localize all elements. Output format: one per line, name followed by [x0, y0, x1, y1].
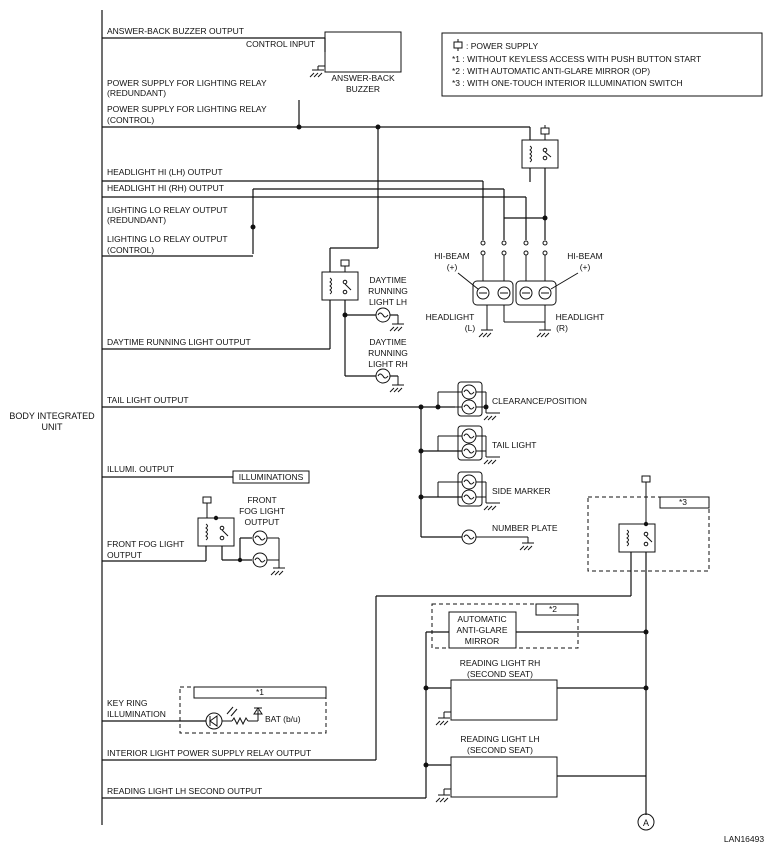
mirror-label-2: ANTI-GLARE: [456, 625, 507, 635]
front-fog-circuit: FRONT FOG LIGHT OUTPUT FRONT FOG LIGHT O…: [102, 495, 285, 576]
lo-redundant-label-2: (REDUNDANT): [107, 215, 166, 225]
hibeam-r-label-1: HI-BEAM: [567, 251, 602, 261]
side-marker-label: SIDE MARKER: [492, 486, 551, 496]
illumi-output-label: ILLUMI. OUTPUT: [107, 464, 174, 474]
buzzer-label-1: ANSWER-BACK: [331, 73, 395, 83]
headlight-r-label-1: HEADLIGHT: [556, 312, 605, 322]
fog-label-1: FRONT: [247, 495, 276, 505]
lighting-relay-supply: POWER SUPPLY FOR LIGHTING RELAY (REDUNDA…: [102, 78, 559, 240]
buzzer-output-label: ANSWER-BACK BUZZER OUTPUT: [107, 26, 244, 36]
fog-output-label-2: OUTPUT: [107, 550, 142, 560]
mirror-label-3: MIRROR: [465, 636, 499, 646]
control-input-label: CONTROL INPUT: [246, 39, 315, 49]
interior-light-supply: INTERIOR LIGHT POWER SUPPLY RELAY OUTPUT: [102, 595, 631, 761]
headlight-l-label-1: HEADLIGHT: [426, 312, 475, 322]
body-integrated-unit: BODY INTEGRATED UNIT: [9, 10, 103, 825]
mirror-label-1: AUTOMATIC: [457, 614, 506, 624]
headlight-r-label-2: (R): [556, 323, 568, 333]
drl-rh-label-2: RUNNING: [368, 348, 408, 358]
keyring-label-1: KEY RING: [107, 698, 147, 708]
hi-lh-label: HEADLIGHT HI (LH) OUTPUT: [107, 167, 223, 177]
clearance-label: CLEARANCE/POSITION: [492, 396, 587, 406]
lo-control-label-1: LIGHTING LO RELAY OUTPUT: [107, 234, 228, 244]
note3-tag: *3: [679, 497, 687, 507]
reading-lh-output-label: READING LIGHT LH SECOND OUTPUT: [107, 786, 262, 796]
hi-rh-label: HEADLIGHT HI (RH) OUTPUT: [107, 183, 224, 193]
fog-output-label-1: FRONT FOG LIGHT: [107, 539, 184, 549]
relay-control-label-1: POWER SUPPLY FOR LIGHTING RELAY: [107, 104, 267, 114]
fog-label-3: OUTPUT: [245, 517, 280, 527]
connector-a-label: A: [643, 818, 649, 828]
lo-control-label-2: (CONTROL): [107, 245, 154, 255]
buzzer-label-2: BUZZER: [346, 84, 380, 94]
drl-rh-label-1: DAYTIME: [369, 337, 406, 347]
tail-output-label: TAIL LIGHT OUTPUT: [107, 395, 189, 405]
legend-box: : POWER SUPPLY *1 : WITHOUT KEYLESS ACCE…: [441, 32, 763, 97]
interior-relay-circuit: *3 A LAN16493: [587, 475, 764, 844]
reading-rh-label-2: (SECOND SEAT): [467, 669, 533, 679]
drl-rh-label-3: LIGHT RH: [368, 359, 408, 369]
interior-output-label: INTERIOR LIGHT POWER SUPPLY RELAY OUTPUT: [107, 748, 311, 758]
relay-control-label-2: (CONTROL): [107, 115, 154, 125]
relay-redundant-label-2: (REDUNDANT): [107, 88, 166, 98]
reading-lh-label-2: (SECOND SEAT): [467, 745, 533, 755]
answer-back-buzzer-circuit: ANSWER-BACK BUZZER OUTPUT CONTROL INPUT …: [102, 26, 402, 94]
reading-lh-label-1: READING LIGHT LH: [460, 734, 539, 744]
hibeam-l-label-1: HI-BEAM: [434, 251, 469, 261]
reading-light-circuit: READING LIGHT RH (SECOND SEAT) READING L…: [102, 632, 646, 803]
legend-note2: *2 : WITH AUTOMATIC ANTI-GLARE MIRROR (O…: [452, 66, 650, 76]
bat-label: BAT (b/u): [265, 714, 301, 724]
reading-rh-label-1: READING LIGHT RH: [460, 658, 541, 668]
fog-label-2: FOG LIGHT: [239, 506, 285, 516]
relay-redundant-label-1: POWER SUPPLY FOR LIGHTING RELAY: [107, 78, 267, 88]
tail-light-label: TAIL LIGHT: [492, 440, 536, 450]
daytime-running-light-circuit: DAYTIME RUNNING LIGHT OUTPUT DAYTIME RUN…: [102, 127, 408, 393]
key-ring-circuit: *1 KEY RING ILLUMINATION BAT (b/u): [102, 686, 327, 734]
figure-id: LAN16493: [724, 834, 764, 844]
unit-label-line2: UNIT: [42, 422, 63, 432]
legend-note1: *1 : WITHOUT KEYLESS ACCESS WITH PUSH BU…: [452, 54, 701, 64]
unit-label-line1: BODY INTEGRATED: [9, 411, 95, 421]
headlight-l-label-2: (L): [465, 323, 476, 333]
illuminations-label: ILLUMINATIONS: [239, 472, 304, 482]
illumination-circuit: ILLUMI. OUTPUT ILLUMINATIONS: [102, 464, 310, 484]
headlight-circuit: HEADLIGHT HI (LH) OUTPUT HEADLIGHT HI (R…: [102, 167, 605, 338]
lo-redundant-label-1: LIGHTING LO RELAY OUTPUT: [107, 205, 228, 215]
drl-lh-label-1: DAYTIME: [369, 275, 406, 285]
legend-note3: *3 : WITH ONE-TOUCH INTERIOR ILLUMINATIO…: [452, 78, 683, 88]
hibeam-l-label-2: (+): [447, 262, 458, 272]
note2-tag: *2: [549, 604, 557, 614]
drl-lh-label-2: RUNNING: [368, 286, 408, 296]
tail-light-circuit: TAIL LIGHT OUTPUT CLEARANCE/POSITION: [102, 381, 587, 551]
note1-tag: *1: [256, 687, 264, 697]
number-plate-label: NUMBER PLATE: [492, 523, 558, 533]
legend-power-supply: : POWER SUPPLY: [466, 41, 538, 51]
anti-glare-mirror-circuit: *2 AUTOMATIC ANTI-GLARE MIRROR: [426, 603, 646, 649]
drl-output-label: DAYTIME RUNNING LIGHT OUTPUT: [107, 337, 251, 347]
drl-lh-label-3: LIGHT LH: [369, 297, 407, 307]
hibeam-r-label-2: (+): [580, 262, 591, 272]
keyring-label-2: ILLUMINATION: [107, 709, 166, 719]
